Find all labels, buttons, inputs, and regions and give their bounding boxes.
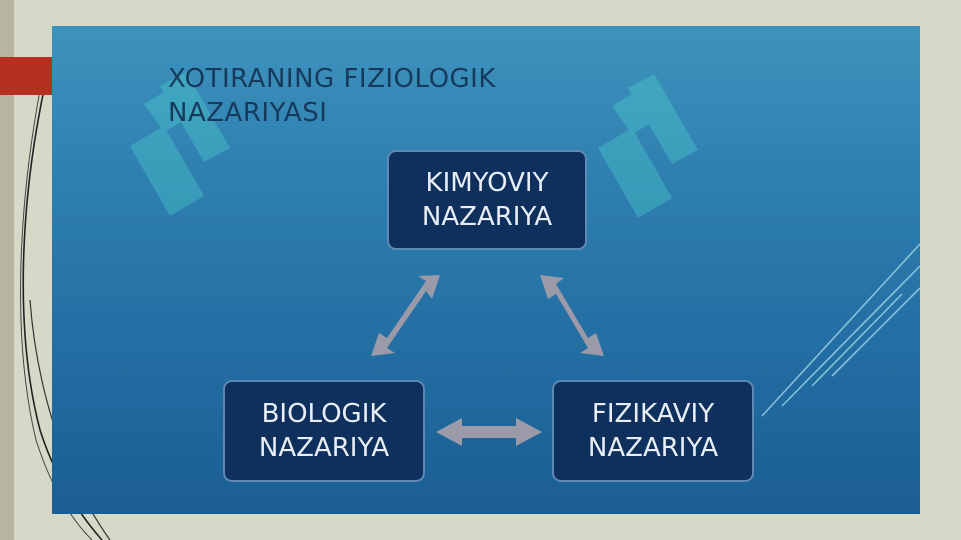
slide-title: XOTIRANING FIZIOLOGIK NAZARIYASI bbox=[168, 64, 496, 128]
arrow-kimyoviy-biologik bbox=[371, 275, 440, 356]
slide: XOTIRANING FIZIOLOGIK NAZARIYASI KIMYOVI… bbox=[52, 26, 920, 514]
node-fizikaviy-label: FIZIKAVIY NAZARIYA bbox=[587, 399, 719, 463]
node-fizikaviy: FIZIKAVIY NAZARIYA bbox=[552, 380, 754, 482]
node-biologik-label: BIOLOGIK NAZARIYA bbox=[258, 399, 390, 463]
node-biologik: BIOLOGIK NAZARIYA bbox=[223, 380, 425, 482]
watermark bbox=[130, 72, 698, 218]
node-kimyoviy-label: KIMYOVIY NAZARIYA bbox=[421, 168, 553, 232]
arrow-kimyoviy-fizikaviy bbox=[540, 275, 604, 356]
left-border-strip bbox=[0, 0, 14, 540]
node-kimyoviy: KIMYOVIY NAZARIYA bbox=[387, 150, 587, 250]
arrow-biologik-fizikaviy bbox=[436, 418, 542, 446]
decorative-lines bbox=[761, 243, 920, 417]
accent-bar bbox=[0, 57, 52, 95]
diagram-arrows bbox=[371, 275, 604, 446]
